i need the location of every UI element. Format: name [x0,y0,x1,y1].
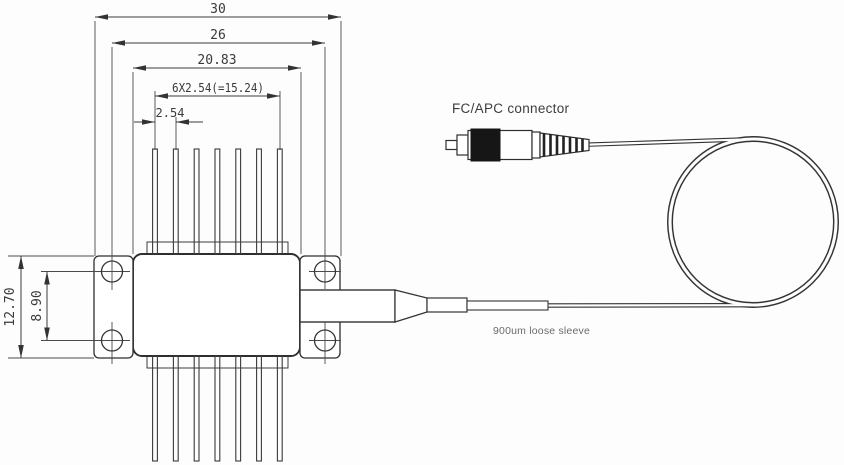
sleeve-label: 900um loose sleeve [493,325,590,337]
pin [235,355,242,462]
mounting-hole [313,329,337,352]
pin [152,148,158,255]
dim-overall-width: 30 [210,2,226,17]
fc-apc-connector [445,128,590,162]
flange-left [93,255,134,359]
fiber-coil-core [668,137,838,307]
connector-coupling-nut [470,128,501,162]
pin-row-bottom [152,355,283,462]
hole-centerlines [41,47,341,364]
horizontal-dimensions: 30 26 20.83 6X2.54(=15.24) 2.54 [94,2,342,256]
mounting-hole [100,329,124,352]
dim-pin-row-span: 6X2.54(=15.24) [172,81,264,95]
connector-crimp-ring [531,131,541,159]
connector-boot-ribs [542,133,584,157]
pin [193,355,200,462]
pin [152,355,158,462]
fiber-upper-run-core [588,138,752,146]
snout-taper [394,289,428,323]
pin [214,355,221,462]
snout-tube [299,289,396,323]
annotations: FC/APC connector 900um loose sleeve [452,101,590,337]
pin [193,148,200,255]
loose-sleeve-tube [466,300,549,311]
dim-flange-height: 12.70 [3,287,18,326]
strain-tube [426,297,468,313]
dim-hole-vspan: 8.90 [30,290,45,321]
fiber-exit-snout [299,289,549,323]
pin [214,148,221,255]
mounting-holes [100,260,337,352]
vertical-dimensions: 12.70 8.90 [3,255,94,359]
pin [256,355,262,462]
pin [172,355,179,462]
connector-ferrule-collar [456,134,469,156]
pin [276,355,283,462]
pin [276,148,283,255]
package-body [132,253,301,357]
fiber-cable [548,136,839,308]
dim-body-width: 20.83 [197,53,236,68]
butterfly-package [41,47,549,462]
extension-lines [94,21,342,256]
pin [172,148,179,255]
connector-label: FC/APC connector [452,101,570,116]
pin [256,148,262,255]
connector-ferrule-tip [445,139,458,151]
mounting-hole [313,260,337,283]
pin-row-top [152,148,283,255]
package-step-top [146,241,289,254]
dim-mounting-hole-span: 26 [210,28,226,43]
pin [235,148,242,255]
package-step-bottom [146,356,289,369]
dim-pin-pitch: 2.54 [156,106,185,120]
mounting-hole [100,260,124,283]
